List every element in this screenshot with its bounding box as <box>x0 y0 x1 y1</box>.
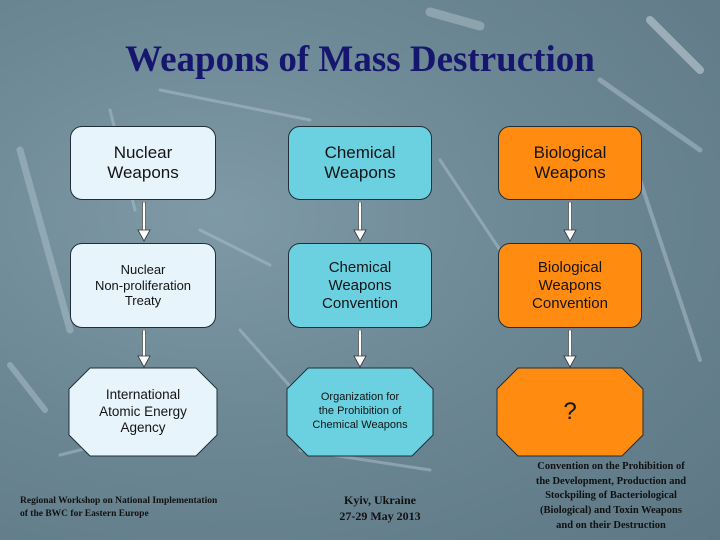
opcw-octagon: Organization for the Prohibition of Chem… <box>286 367 434 457</box>
cwc-label: Chemical Weapons Convention <box>322 258 398 312</box>
footer-location-date: Kyiv, Ukraine 27-29 May 2013 <box>339 493 421 524</box>
arrow-down-icon <box>353 202 367 242</box>
chemical-weapons-label: Chemical Weapons <box>324 142 396 182</box>
bwc-box: Biological Weapons Convention <box>498 243 642 328</box>
cwc-box: Chemical Weapons Convention <box>288 243 432 328</box>
biological-weapons-box: Biological Weapons <box>498 126 642 200</box>
question-mark-label: ? <box>563 398 577 425</box>
npt-box: Nuclear Non-proliferation Treaty <box>70 243 216 328</box>
nuclear-weapons-box: Nuclear Weapons <box>70 126 216 200</box>
arrow-down-icon <box>353 330 367 368</box>
footer-workshop: Regional Workshop on National Implementa… <box>20 496 218 519</box>
arrow-down-icon <box>137 202 151 242</box>
arrow-down-icon <box>563 202 577 242</box>
opcw-label: Organization for the Prohibition of Chem… <box>312 391 408 431</box>
unknown-organization-octagon: ? <box>496 367 644 457</box>
iaea-octagon: International Atomic Energy Agency <box>68 367 218 457</box>
npt-label: Nuclear Non-proliferation Treaty <box>94 262 192 309</box>
nuclear-weapons-label: Nuclear Weapons <box>107 142 179 182</box>
arrow-down-icon <box>563 330 577 368</box>
iaea-label: International Atomic Energy Agency <box>99 386 187 436</box>
page-title: Weapons of Mass Destruction <box>125 39 595 80</box>
chemical-weapons-box: Chemical Weapons <box>288 126 432 200</box>
biological-weapons-label: Biological Weapons <box>533 142 607 182</box>
footer-bwc-full-title: Convention on the Prohibition of the Dev… <box>535 461 687 531</box>
arrow-down-icon <box>137 330 151 368</box>
bwc-label: Biological Weapons Convention <box>532 258 608 312</box>
